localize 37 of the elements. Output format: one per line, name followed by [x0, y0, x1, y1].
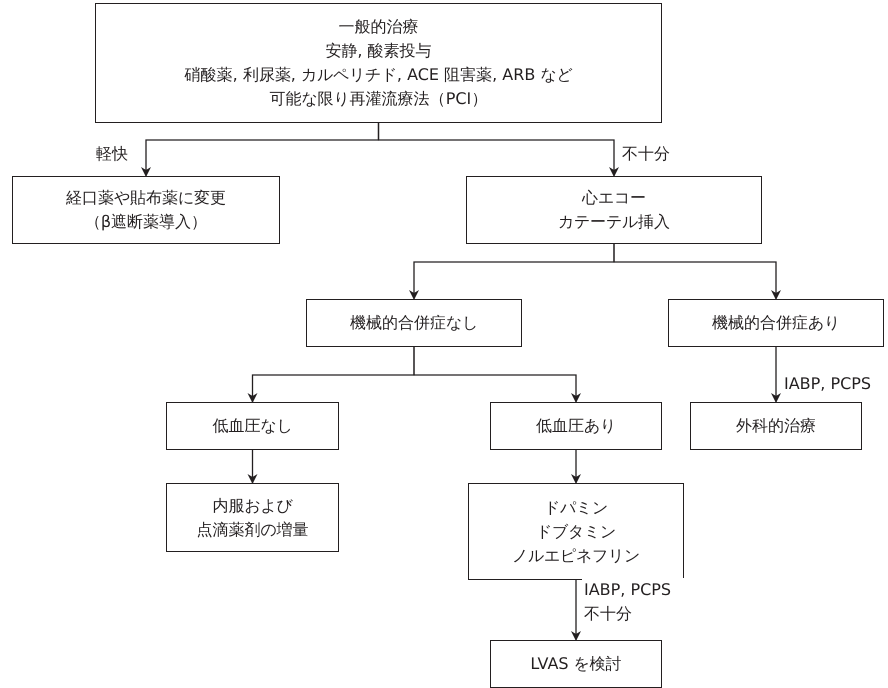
box-text: 内服および: [212, 494, 292, 516]
box-text: 低血圧あり: [536, 415, 616, 437]
box-text: カテーテル挿入: [558, 211, 670, 233]
box-text: ドパミン: [544, 496, 608, 518]
box-text: 低血圧なし: [212, 415, 292, 437]
process-box: [12, 176, 280, 244]
process-box: [166, 483, 339, 552]
box-text: 機械的合併症なし: [350, 312, 478, 334]
box-text: LVAS を検討: [530, 653, 622, 675]
process-box: [166, 402, 339, 450]
process-box: [468, 483, 684, 580]
process-box: [306, 299, 522, 347]
box-text: 機械的合併症あり: [712, 312, 840, 334]
arrow: [771, 347, 781, 403]
box-text: 一般的治療: [338, 16, 418, 38]
arrow: [613, 244, 781, 300]
box-text: （β遮断薬導入）: [84, 211, 208, 233]
process-box: [490, 640, 662, 688]
process-box: [466, 176, 762, 244]
box-text: ドブタミン: [536, 520, 616, 542]
arrow: [378, 123, 619, 177]
process-box: [690, 402, 862, 450]
box-text: 安静, 酸素投与: [325, 40, 432, 62]
box-text: 点滴薬剤の増量: [196, 518, 308, 540]
box-text: 心エコー: [582, 187, 646, 209]
box-text: 外科的治療: [736, 415, 816, 437]
process-box: [95, 3, 662, 123]
arrow: [571, 450, 581, 484]
process-box: [668, 299, 884, 347]
box-text: 経口薬や貼布薬に変更: [66, 187, 226, 209]
arrow: [413, 347, 581, 403]
box-text: 可能な限り再灌流療法（PCI）: [270, 88, 488, 110]
process-box: [490, 402, 662, 450]
box-text: 硝酸薬, 利尿薬, カルペリチド, ACE 阻害薬, ARB など: [184, 64, 572, 86]
box-text: ノルエピネフリン: [512, 544, 640, 566]
arrow: [571, 580, 581, 641]
arrow: [248, 450, 258, 484]
